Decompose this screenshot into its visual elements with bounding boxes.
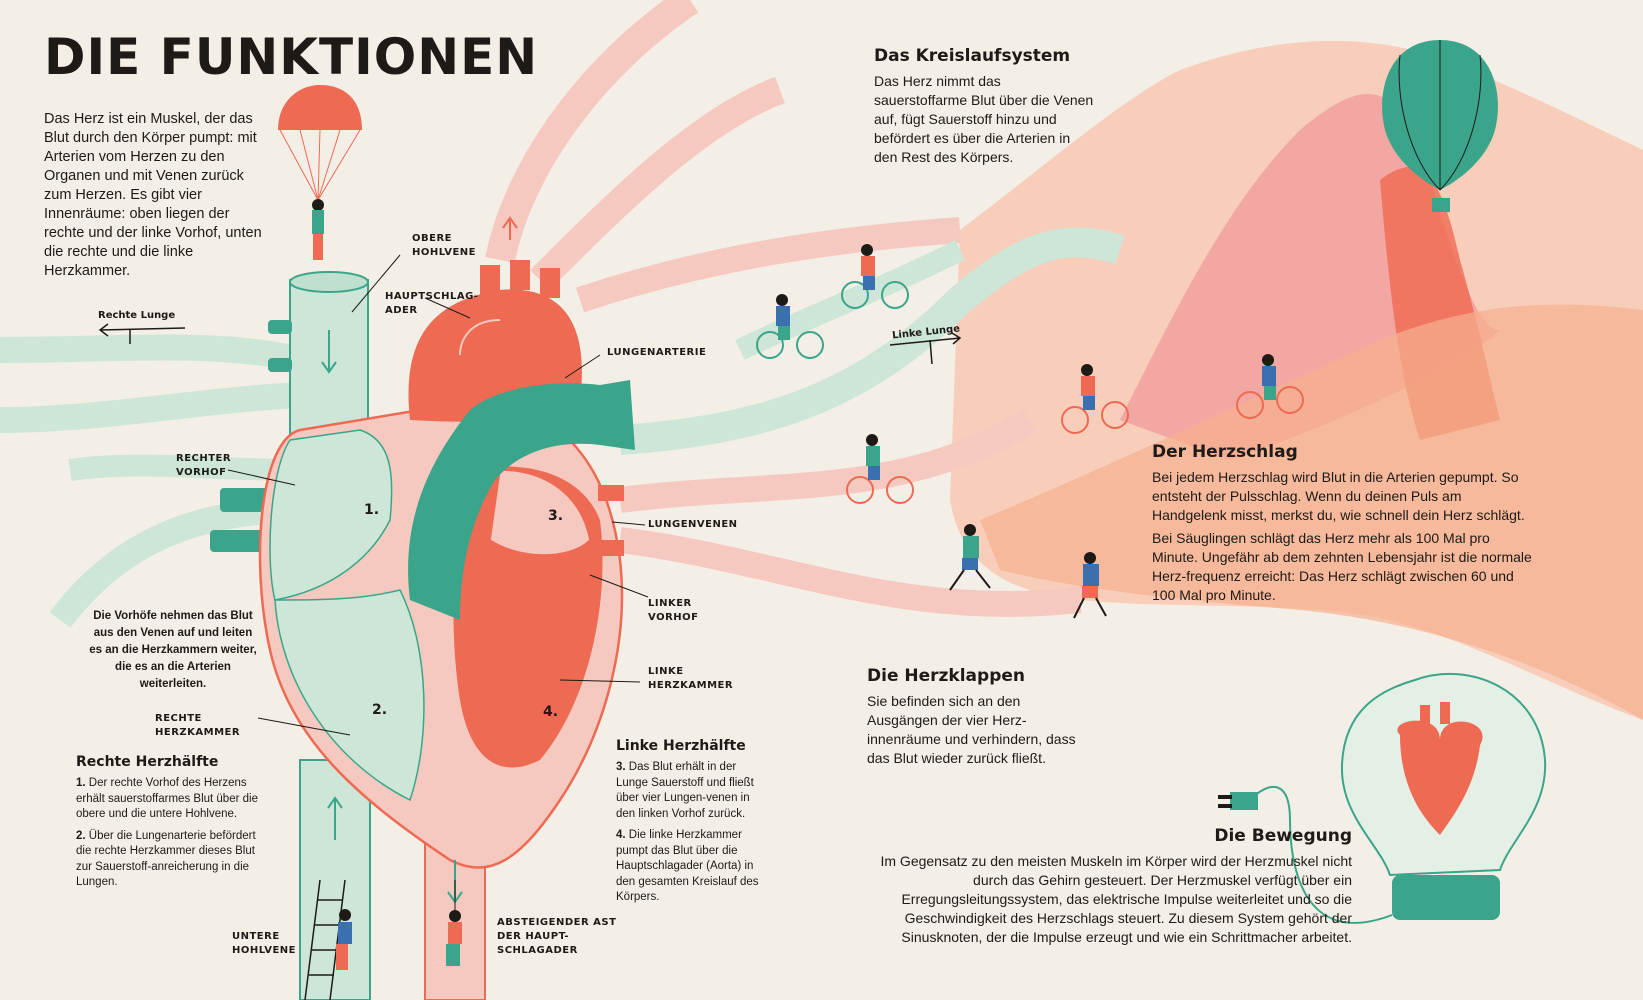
herzklappen-section: Die Herzklappen Sie befinden sich an den… — [867, 666, 1087, 768]
hot-air-balloon — [1382, 40, 1498, 212]
label-rechter-vorhof: RECHTER VORHOF — [176, 453, 232, 478]
vessels-left — [0, 334, 304, 628]
cyclists — [756, 244, 1304, 619]
herzklappen-title: Die Herzklappen — [867, 666, 1025, 686]
artery-paths-green — [618, 227, 1125, 455]
mountain-landscape — [950, 40, 1643, 721]
rechte-herzhaelfte-section: Rechte Herzhälfte 1. Der rechte Vorhof d… — [76, 754, 261, 897]
label-untere-hohlvene: UNTERE HOHLVENE — [232, 931, 297, 956]
ladder-figure — [304, 879, 352, 1000]
heart — [210, 216, 635, 1000]
rope-figure — [446, 880, 462, 966]
linke-herzhaelfte-section: Linke Herzhälfte 3. Das Blut erhält in d… — [616, 738, 766, 912]
label-hauptschlagader: HAUPTSCHLAG-ADER — [385, 291, 479, 316]
page-title: DIE FUNKTIONEN — [44, 28, 539, 86]
bewegung-title: Die Bewegung — [1214, 826, 1352, 846]
signposts — [98, 323, 962, 365]
vorhoefe-note: Die Vorhöfe nehmen das Blut aus den Vene… — [89, 610, 257, 690]
cyclist — [1236, 354, 1304, 419]
herzschlag-text-1: Bei jedem Herzschlag wird Blut in die Ar… — [1152, 469, 1525, 523]
herzklappen-text: Sie befinden sich an den Ausgängen der v… — [867, 693, 1076, 766]
rechte-item-2: 2. Über die Lungenarterie befördert die … — [76, 829, 256, 889]
bewegung-text: Im Gegensatz zu den meisten Muskeln im K… — [880, 853, 1352, 945]
chamber-number-3: 3. — [548, 508, 564, 524]
cyclist — [756, 294, 824, 359]
linke-item-1: 3. Das Blut erhält in der Lunge Sauersto… — [616, 761, 754, 820]
kreislauf-section: Das Kreislaufsystem Das Herz nimmt das s… — [874, 46, 1094, 167]
bewegung-section: Die Bewegung Im Gegensatz zu den meisten… — [868, 826, 1352, 947]
parachute-figure — [278, 85, 362, 260]
label-absteigender-ast: ABSTEIGENDER AST DER HAUPT-SCHLAGADER — [497, 917, 617, 956]
runner — [1073, 552, 1107, 619]
rechte-herzhaelfte-title: Rechte Herzhälfte — [76, 754, 219, 770]
cyclist — [846, 434, 914, 504]
runner — [949, 524, 991, 591]
label-lungenvenen: LUNGENVENEN — [648, 519, 738, 530]
herzschlag-section: Der Herzschlag Bei jedem Herzschlag wird… — [1152, 442, 1537, 605]
rechte-item-1: 1. Der rechte Vorhof des Herzens erhält … — [76, 777, 258, 820]
cyclist — [1061, 364, 1129, 434]
kreislauf-title: Das Kreislaufsystem — [874, 46, 1071, 66]
chamber-number-1: 1. — [364, 502, 380, 518]
pointer-lines — [227, 254, 649, 736]
chamber-number-2: 2. — [372, 702, 388, 718]
herzschlag-title: Der Herzschlag — [1152, 442, 1298, 462]
label-obere-hohlvene: OBERE HOHLVENE — [412, 233, 477, 258]
intro-text: Das Herz ist ein Muskel, der das Blut du… — [44, 111, 262, 279]
label-lungenarterie: LUNGENARTERIE — [607, 347, 707, 358]
light-bulb — [1218, 672, 1547, 924]
linke-herzhaelfte-title: Linke Herzhälfte — [616, 738, 746, 754]
label-rechte-lunge: Rechte Lunge — [98, 310, 176, 321]
herzschlag-text-2: Bei Säuglingen schlägt das Herz mehr als… — [1152, 530, 1532, 603]
label-rechte-herzkammer: RECHTE HERZKAMMER — [155, 713, 241, 738]
cyclist — [841, 244, 909, 309]
label-linker-vorhof: LINKER VORHOF — [648, 598, 699, 623]
label-linke-herzkammer: LINKE HERZKAMMER — [648, 666, 734, 691]
kreislauf-text: Das Herz nimmt das sauerstoffarme Blut ü… — [874, 73, 1094, 165]
chamber-number-4: 4. — [543, 704, 559, 720]
linke-item-2: 4. Die linke Herzkammer pumpt das Blut ü… — [616, 829, 759, 903]
